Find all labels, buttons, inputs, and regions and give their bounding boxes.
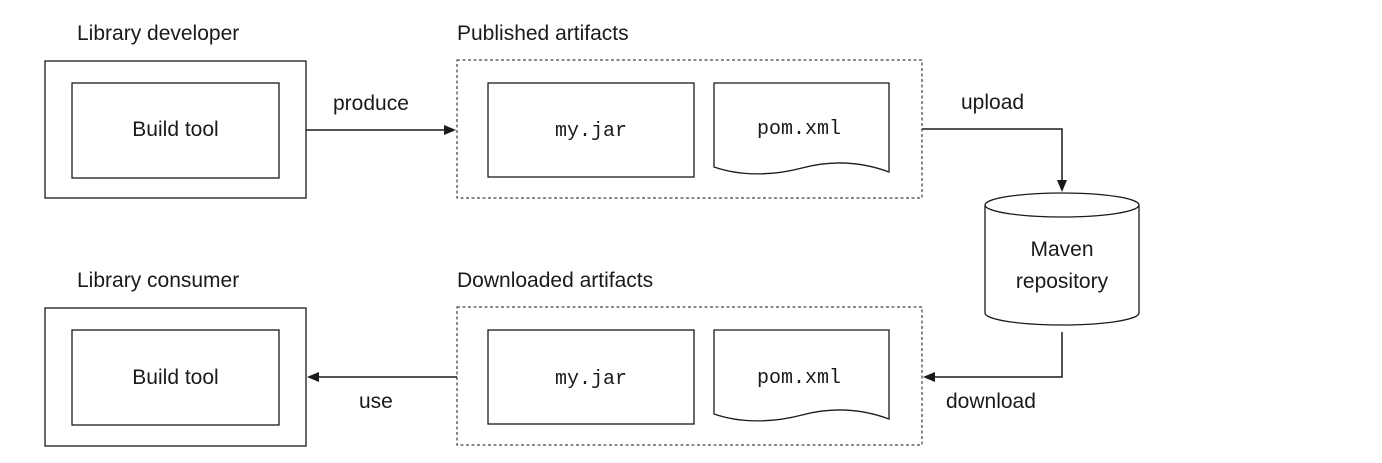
downloaded-jar-label: my.jar (555, 368, 627, 391)
downloaded-pom-document (713, 329, 890, 422)
published-pom-label: pom.xml (757, 118, 841, 141)
repository-top (984, 192, 1140, 218)
repository-label-line2: repository (1016, 270, 1109, 293)
developer-node: Build tool (44, 60, 307, 199)
produce-arrow (306, 125, 456, 135)
consumer-build-tool-label: Build tool (132, 366, 218, 389)
use-arrow (307, 372, 457, 382)
developer-heading: Library developer (77, 22, 239, 45)
download-arrow-line (934, 332, 1063, 378)
consumer-heading: Library consumer (77, 269, 239, 292)
produce-arrowhead (444, 125, 456, 135)
use-arrowhead (307, 372, 319, 382)
upload-arrow-line (922, 128, 1063, 181)
download-arrow (923, 332, 1063, 382)
published-jar-box (487, 82, 695, 178)
repository-label-line1: Maven (1030, 238, 1093, 261)
downloaded-heading: Downloaded artifacts (457, 269, 653, 292)
developer-build-tool-label: Build tool (132, 118, 218, 141)
upload-label: upload (961, 91, 1024, 114)
download-label: download (946, 390, 1036, 413)
consumer-node: Build tool (44, 307, 307, 447)
maven-repository-cylinder: Maven repository (984, 192, 1140, 326)
downloaded-pom-label: pom.xml (757, 367, 841, 390)
developer-build-tool-box (71, 82, 280, 179)
published-artifacts-group: my.jar pom.xml (456, 59, 923, 199)
published-pom-document (713, 82, 890, 175)
downloaded-artifacts-group: my.jar pom.xml (456, 306, 923, 446)
upload-arrow (922, 128, 1067, 192)
repository-body (984, 205, 1140, 326)
published-jar-label: my.jar (555, 120, 627, 143)
use-label: use (359, 390, 393, 413)
download-arrowhead (923, 372, 935, 382)
downloaded-jar-box (487, 329, 695, 425)
consumer-build-tool-box (71, 329, 280, 426)
produce-label: produce (333, 92, 409, 115)
upload-arrowhead (1057, 180, 1067, 192)
published-heading: Published artifacts (457, 22, 629, 45)
